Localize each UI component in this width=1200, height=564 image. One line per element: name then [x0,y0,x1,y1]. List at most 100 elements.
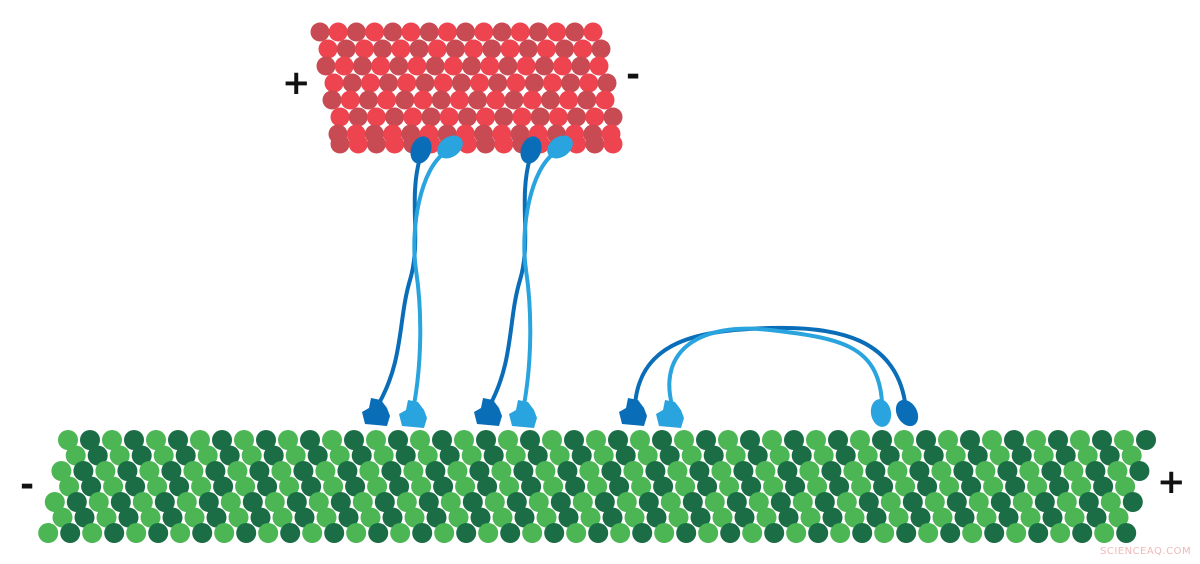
tubulin-subunit [874,523,895,543]
tubulin-subunit [522,523,543,543]
tubulin-subunit [850,430,870,450]
tubulin-subunit [1012,492,1033,512]
tubulin-subunit [990,492,1011,512]
tubulin-subunit [401,22,421,42]
tubulin-subunit [615,445,636,466]
tubulin-subunit [583,22,603,42]
tubulin-subunit [524,73,544,93]
tubulin-subunit [110,492,131,512]
tubulin-subunit [558,507,579,528]
tubulin-subunit [506,73,526,93]
tubulin-subunit [456,523,477,543]
tubulin-subunit [565,22,585,42]
kinesin-motors [362,135,919,428]
tubulin-subunit [234,430,254,450]
tubulin-subunit [322,430,342,450]
tubulin-subunit [198,492,219,512]
tubulin-subunit [307,445,328,466]
tubulin-subunit [352,492,373,512]
tubulin-subunit [126,523,147,543]
tubulin-subunit [434,523,455,543]
tubulin-subunit [461,445,482,466]
tubulin-subunit [1094,523,1115,543]
tubulin-subunit [58,430,78,450]
tubulin-subunit [938,430,958,450]
tubulin-subunit [257,476,278,497]
tubulin-subunit [348,107,368,127]
tubulin-subunit [1055,445,1076,466]
tubulin-subunit [1005,476,1026,497]
tubulin-subunit [505,445,526,466]
tubulin-subunit [623,461,644,481]
tubulin-subunit [660,492,681,512]
tubulin-subunit [543,476,564,497]
tubulin-subunit [857,445,878,466]
tubulin-subunit [351,445,372,466]
tubulin-subunit [597,73,617,93]
motor-head [410,136,432,164]
tubulin-subunit [96,507,117,528]
tubulin-subunit [510,22,530,42]
tubulin-subunit [851,476,872,497]
tubulin-subunit [486,90,506,110]
tubulin-subunit [197,445,218,466]
tubulin-subunit [410,430,430,450]
tubulin-subunit [674,430,694,450]
tubulin-subunit [457,134,477,154]
tubulin-subunit [73,461,94,481]
tubulin-subunit [902,492,923,512]
tubulin-subunit [858,492,879,512]
tubulin-subunit [571,56,591,76]
tubulin-subunit [329,445,350,466]
tubulin-subunit [844,507,865,528]
tubulin-subunit [829,476,850,497]
tubulin-subunit [385,134,405,154]
tubulin-subunit [544,523,565,543]
motor-head [870,399,892,427]
tubulin-subunit [302,523,323,543]
tubulin-subunit [492,22,512,42]
tubulin-subunit [389,56,409,76]
tubulin-subunit [491,461,512,481]
tubulin-subunit [264,492,285,512]
tubulin-subunit [880,492,901,512]
tubulin-subunit [256,430,276,450]
tubulin-subunit [756,507,777,528]
tubulin-subunit [214,523,235,543]
tubulin-subunit [421,107,441,127]
tubulin-subunit [293,461,314,481]
tubulin-subunit [366,430,386,450]
tubulin-subunit [447,461,468,481]
tubulin-subunit [836,492,857,512]
tubulin-subunit [338,507,359,528]
tubulin-subunit [310,22,330,42]
tubulin-subunit [235,476,256,497]
tubulin-subunit [681,445,702,466]
tubulin-subunit [932,507,953,528]
tubulin-subunit [945,445,966,466]
tubulin-subunit [389,476,410,497]
tubulin-subunit [476,107,496,127]
tubulin-subunit [998,507,1019,528]
tubulin-subunit [547,22,567,42]
tubulin-subunit [585,134,605,154]
tubulin-subunit [373,445,394,466]
tubulin-subunit [924,492,945,512]
tubulin-subunit [52,507,73,528]
tubulin-subunit [1085,461,1106,481]
tubulin-subunit [549,445,570,466]
tubulin-subunit [354,39,374,59]
tubulin-subunit [1063,461,1084,481]
tubulin-subunit [939,476,960,497]
tubulin-subunit [654,523,675,543]
tubulin-subunit [566,523,587,543]
tubulin-subunit [567,107,587,127]
tubulin-subunit [457,107,477,127]
tubulin-subunit [65,445,86,466]
tubulin-subunit [740,430,760,450]
tubulin-subunit [323,476,344,497]
tubulin-subunit [433,476,454,497]
tubulin-subunit [390,523,411,543]
tubulin-subunit [946,492,967,512]
